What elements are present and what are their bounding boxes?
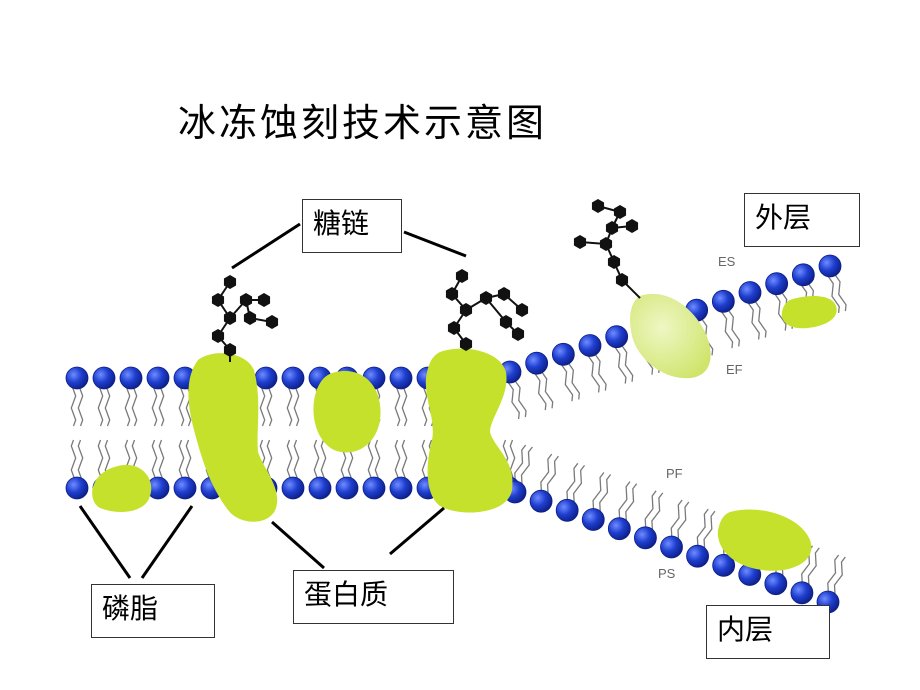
lipid-head [335, 476, 359, 500]
sugar-unit-icon [445, 287, 459, 301]
lipid-head [389, 366, 413, 390]
lipid-head [529, 489, 553, 513]
lipid-head [581, 508, 605, 531]
es-face-marker: ES [718, 254, 736, 269]
lipid-head [308, 476, 332, 500]
sugar-unit-icon [447, 321, 461, 335]
lipid-head [362, 476, 386, 500]
protein-inner-layer [717, 509, 812, 571]
protein-outer-layer-large [630, 293, 711, 379]
lipid-head [711, 289, 735, 313]
sugar-unit-icon [455, 269, 469, 283]
sugar-unit-icon [497, 287, 511, 301]
lipid-head [764, 572, 788, 596]
sugar-unit-icon [511, 327, 525, 341]
sugar-chain-label: 糖链 [302, 199, 402, 253]
sugar-unit-icon [499, 315, 513, 329]
lipid-head [555, 498, 579, 522]
lipid-head [818, 254, 842, 278]
lipid-head [660, 535, 683, 559]
sugar-unit-icon [265, 315, 279, 329]
protein-peripheral-left [92, 464, 152, 512]
lipid-head [281, 366, 305, 390]
lipid-head [686, 544, 709, 568]
lipid-head [173, 476, 197, 500]
lipid-head [146, 366, 170, 390]
lipid-head [578, 334, 602, 357]
pointer-line [231, 222, 301, 270]
sugar-unit-icon [459, 303, 473, 317]
sugar-unit-icon [239, 293, 253, 307]
lipid-head [551, 342, 575, 366]
lipid-head [389, 476, 413, 500]
sugar-unit-icon [625, 219, 639, 233]
lipid-head [791, 263, 815, 287]
sugar-stem [621, 279, 641, 299]
outer-layer-label: 外层 [744, 193, 860, 247]
protein-transmembrane-1 [188, 353, 278, 522]
sugar-unit-icon [479, 291, 493, 305]
diagram-title: 冰冻蚀刻技术示意图 [178, 101, 548, 145]
phospholipid-label: 磷脂 [91, 584, 215, 638]
lipid-head [712, 553, 736, 577]
lipid-head [525, 351, 549, 375]
sugar-unit-icon [223, 311, 237, 325]
lipid-head [607, 517, 631, 541]
lipid-head [119, 366, 143, 390]
sugar-unit-icon [257, 293, 271, 307]
sugar-chains [211, 199, 641, 362]
membrane-proteins [92, 293, 837, 571]
sugar-unit-icon [459, 337, 473, 351]
sugar-unit-icon [591, 199, 605, 213]
pointer-line [389, 506, 445, 556]
lipid-head [254, 366, 278, 390]
lipid-head [65, 476, 89, 500]
sugar-unit-icon [211, 329, 225, 343]
ef-face-marker: EF [726, 362, 743, 377]
pointer-line [78, 505, 132, 579]
protein-peripheral-middle [313, 371, 381, 453]
lipid-head [281, 476, 305, 500]
pointer-line [140, 505, 194, 579]
sugar-unit-icon [573, 235, 587, 249]
lipid-head [92, 366, 116, 390]
protein-label: 蛋白质 [293, 570, 454, 624]
sugar-unit-icon [613, 205, 627, 219]
pointer-line [403, 230, 467, 258]
inner-layer-label: 内层 [706, 605, 830, 659]
pointer-lines [78, 222, 467, 579]
pf-face-marker: PF [666, 466, 683, 481]
protein-outer-layer-small [781, 296, 837, 329]
sugar-unit-icon [515, 303, 529, 317]
lipid-head [790, 581, 814, 605]
lipid-head [65, 366, 89, 390]
sugar-unit-icon [223, 275, 237, 289]
lipid-head [738, 281, 762, 304]
ps-face-marker: PS [658, 566, 676, 581]
sugar-unit-icon [607, 255, 621, 269]
lipid-head [765, 272, 789, 296]
pointer-line [271, 520, 325, 570]
sugar-unit-icon [599, 237, 613, 251]
sugar-unit-icon [211, 293, 225, 307]
sugar-unit-icon [243, 311, 257, 325]
lipid-head [634, 526, 657, 550]
protein-transmembrane-2 [425, 348, 513, 513]
lipid-head [605, 325, 629, 349]
sugar-unit-icon [605, 221, 619, 235]
